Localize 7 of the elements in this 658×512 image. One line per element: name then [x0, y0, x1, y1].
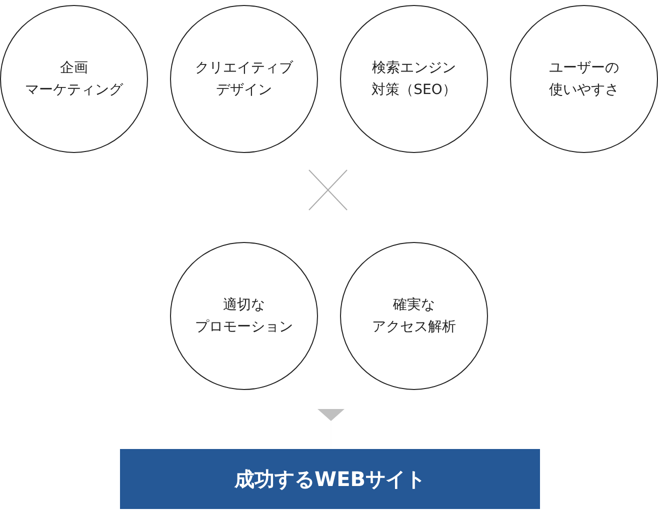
node-label: 適切なプロモーション: [195, 296, 293, 337]
node-label: ユーザーの使いやすさ: [549, 59, 619, 100]
result-banner: 成功するWEBサイト: [120, 449, 540, 509]
node-label: 検索エンジン対策（SEO）: [372, 59, 456, 100]
node-label: クリエイティブデザイン: [195, 59, 293, 100]
node-label: 企画マーケティング: [25, 59, 123, 100]
node-label: 確実なアクセス解析: [372, 296, 456, 337]
